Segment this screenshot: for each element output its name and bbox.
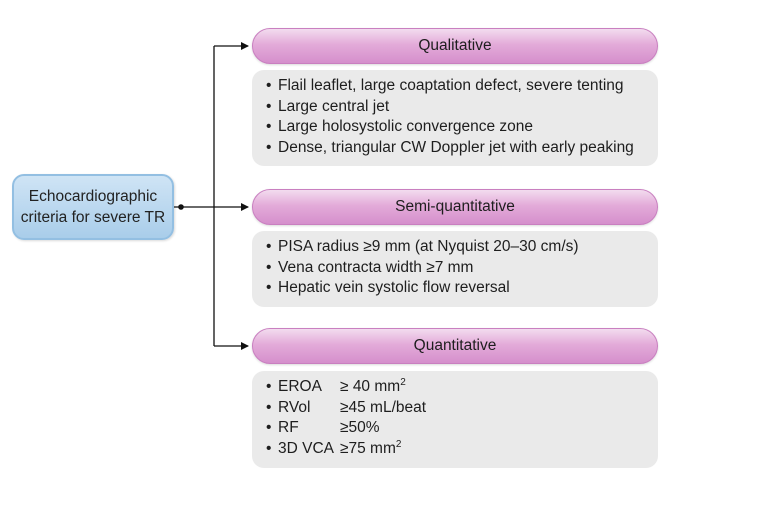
list-item: •Large holosystolic convergence zone [266,118,534,135]
connector-junction-dot [178,204,184,210]
list-item: •EROA≥ 40 mm2 [266,377,406,396]
qualitative-header: Qualitative [252,28,658,64]
qualitative-title: Qualitative [418,37,492,54]
list-item: •Large central jet [266,97,390,115]
qualitative-list: •Flail leaflet, large coaptation defect,… [266,76,658,158]
list-item: •Vena contracta width ≥7 mm [266,258,474,276]
semi-quantitative-title: Semi-quantitative [395,198,515,215]
quantitative-list: •EROA≥ 40 mm2 •RVol≥45 mL/beat •RF≥50% •… [266,377,658,459]
list-item: •PISA radius ≥9 mm (at Nyquist 20–30 cm/… [266,238,579,255]
root-line-1: Echocardiographic [28,188,158,205]
quantitative-panel: •EROA≥ 40 mm2 •RVol≥45 mL/beat •RF≥50% •… [252,371,658,468]
list-item: •Dense, triangular CW Doppler jet with e… [266,138,634,156]
semi-quantitative-list: •PISA radius ≥9 mm (at Nyquist 20–30 cm/… [266,237,658,299]
list-item: •3D VCA≥75 mm2 [266,438,402,457]
semi-quantitative-header: Semi-quantitative [252,189,658,225]
list-item: •Hepatic vein systolic flow reversal [266,279,510,296]
list-item: •RF≥50% [266,419,380,436]
root-node: Echocardiographic criteria for severe TR [12,174,174,240]
list-item: •RVol≥45 mL/beat [266,398,427,416]
list-item: •Flail leaflet, large coaptation defect,… [266,77,624,94]
root-line-2: criteria for severe TR [20,209,166,226]
semi-quantitative-panel: •PISA radius ≥9 mm (at Nyquist 20–30 cm/… [252,231,658,307]
quantitative-title: Quantitative [413,337,497,354]
qualitative-panel: •Flail leaflet, large coaptation defect,… [252,70,658,166]
quantitative-header: Quantitative [252,328,658,364]
